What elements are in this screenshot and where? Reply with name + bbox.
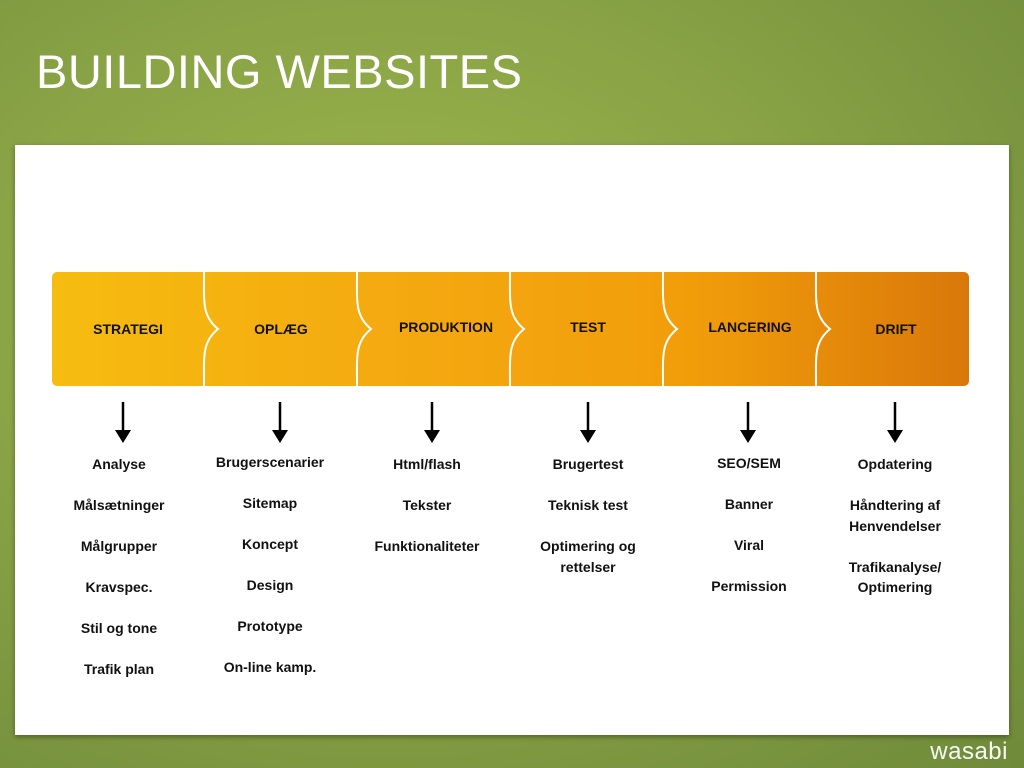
stage-label-produktion: PRODUKTION: [398, 319, 494, 335]
task-list-produktion: Html/flash Tekster Funktionaliteter: [352, 454, 502, 577]
process-bar: STRATEGI OPLÆG PRODUKTION TEST LANCERING…: [52, 272, 969, 386]
task-item: Opdatering: [857, 456, 933, 472]
task-item: Målsætninger: [73, 497, 165, 513]
slide-title: BUILDING WEBSITES: [36, 45, 523, 98]
wasabi-logo: wasabi: [930, 738, 1008, 765]
down-arrow-icon: [740, 402, 756, 443]
task-item: Viral: [733, 537, 765, 553]
task-item: Stil og tone: [80, 620, 158, 636]
stage-label-lancering: LANCERING: [708, 319, 792, 335]
task-item: Trafik plan: [83, 661, 155, 677]
task-item: On-line kamp.: [223, 659, 317, 675]
task-item: Trafikanalyse/ Optimering: [848, 558, 942, 596]
task-item: Håndtering af Henvendelser: [849, 497, 941, 534]
task-item: Funktionaliteter: [374, 538, 480, 554]
content-panel: STRATEGI OPLÆG PRODUKTION TEST LANCERING…: [15, 145, 1009, 735]
task-item: Brugertest: [552, 456, 624, 472]
task-list-strategi: Analyse Målsætninger Målgrupper Kravspec…: [44, 454, 194, 700]
stage-label-oplaeg: OPLÆG: [254, 321, 308, 337]
task-item: Sitemap: [242, 495, 298, 511]
stage-label-test: TEST: [570, 319, 606, 335]
task-list-test: Brugertest Teknisk test Optimering og re…: [513, 454, 663, 598]
task-item: Analyse: [92, 456, 146, 472]
task-item: Tekster: [402, 497, 452, 513]
stage-label-strategi: STRATEGI: [93, 321, 163, 337]
task-item: Html/flash: [393, 456, 461, 472]
down-arrow-icon: [580, 402, 596, 443]
down-arrow-icon: [424, 402, 440, 443]
down-arrow-icon: [887, 402, 903, 443]
task-item: Målgrupper: [80, 538, 158, 554]
task-list-lancering: SEO/SEM Banner Viral Permission: [674, 453, 824, 617]
task-item: Kravspec.: [85, 579, 153, 595]
task-item: Teknisk test: [548, 497, 628, 513]
task-item: Optimering og rettelser: [540, 538, 636, 575]
stage-label-drift: DRIFT: [875, 321, 917, 337]
task-item: Design: [246, 577, 294, 593]
task-item: Prototype: [237, 618, 303, 634]
task-list-drift: Opdatering Håndtering af Henvendelser Tr…: [820, 454, 970, 618]
bar-chevron-dividers: [202, 272, 832, 386]
down-arrow-icon: [272, 402, 288, 443]
task-item: Koncept: [242, 536, 298, 552]
task-item: Banner: [724, 496, 774, 512]
task-item: SEO/SEM: [717, 455, 781, 471]
task-item: Permission: [711, 578, 787, 594]
down-arrow-icon: [115, 402, 131, 443]
task-item: Brugerscenarier: [215, 454, 325, 470]
task-list-oplaeg: Brugerscenarier Sitemap Koncept Design P…: [195, 452, 345, 698]
